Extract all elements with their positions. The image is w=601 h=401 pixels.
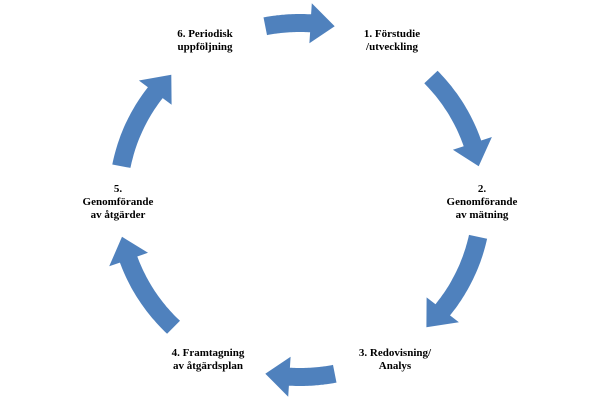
arrow-6-to-1 — [112, 74, 172, 168]
step-3-label: 3. Redovisning/ Analys — [358, 347, 432, 372]
arrow-1-to-2 — [263, 3, 335, 44]
arrow-2-to-3 — [424, 70, 492, 167]
arrow-4-to-5 — [265, 356, 337, 397]
step-5-label: 5. Genomförande av åtgärder — [82, 183, 154, 221]
step-4-label: 4. Framtagning av åtgärdsplan — [171, 347, 245, 372]
step-2-label: 2. Genomförande av mätning — [446, 183, 518, 221]
arrow-5-to-6 — [109, 236, 180, 334]
arrow-3-to-4 — [426, 234, 488, 328]
step-6-label: 6. Periodisk uppföljning — [177, 28, 233, 53]
step-1-label: 1. Förstudie /utveckling — [363, 28, 421, 53]
